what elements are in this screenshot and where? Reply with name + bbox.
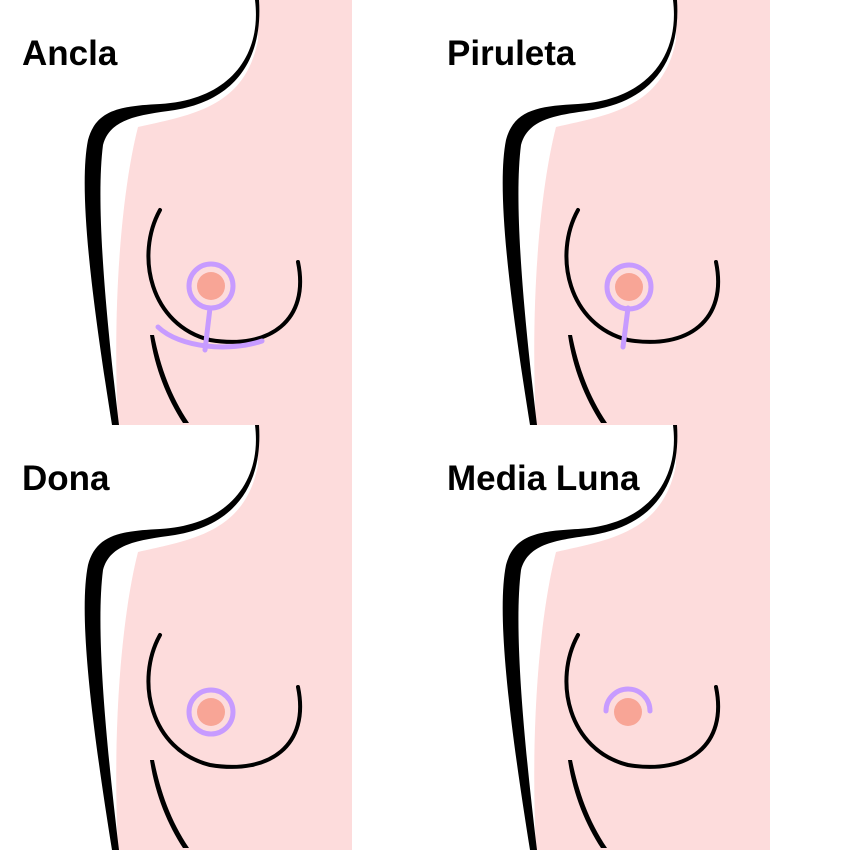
periareolar-incision-icon	[604, 262, 654, 312]
breast-illustration-donut	[84, 425, 353, 850]
areola-icon	[615, 273, 643, 301]
incision-pattern	[604, 262, 654, 350]
lower-fold-icon	[568, 760, 607, 848]
lower-fold-icon	[150, 335, 189, 423]
breast-contour-icon	[564, 208, 721, 344]
incision-pattern	[186, 687, 236, 737]
skin-area	[116, 0, 353, 425]
panel-donut: Dona	[0, 425, 425, 850]
panel-crescent: Media Luna	[425, 425, 850, 850]
areola-icon	[197, 272, 225, 300]
vertical-incision-icon	[620, 305, 631, 350]
panel-anchor: Ancla	[0, 0, 425, 425]
breast-contour-icon	[564, 633, 721, 769]
panel-title: Dona	[22, 459, 110, 498]
breast-contour-icon	[146, 633, 303, 769]
areola-icon	[614, 698, 642, 726]
breast-illustration-anchor	[84, 0, 353, 425]
breast-illustration-lollipop	[502, 0, 770, 425]
incision-pattern	[155, 261, 265, 353]
crescent-incision-icon	[603, 686, 653, 714]
breast-illustration-crescent	[502, 425, 770, 850]
incision-pattern	[603, 686, 653, 714]
panel-title: Piruleta	[447, 34, 576, 73]
lower-fold-icon	[568, 335, 607, 423]
breast-contour-icon	[146, 208, 303, 344]
areola-icon	[197, 698, 225, 726]
panel-title: Media Luna	[447, 459, 640, 498]
skin-area	[116, 425, 353, 850]
panel-lollipop: Piruleta	[425, 0, 850, 425]
vertical-incision-icon	[202, 305, 213, 353]
lower-fold-icon	[150, 760, 189, 848]
periareolar-incision-icon	[186, 261, 236, 311]
periareolar-incision-icon	[186, 687, 236, 737]
panel-title: Ancla	[22, 34, 118, 73]
